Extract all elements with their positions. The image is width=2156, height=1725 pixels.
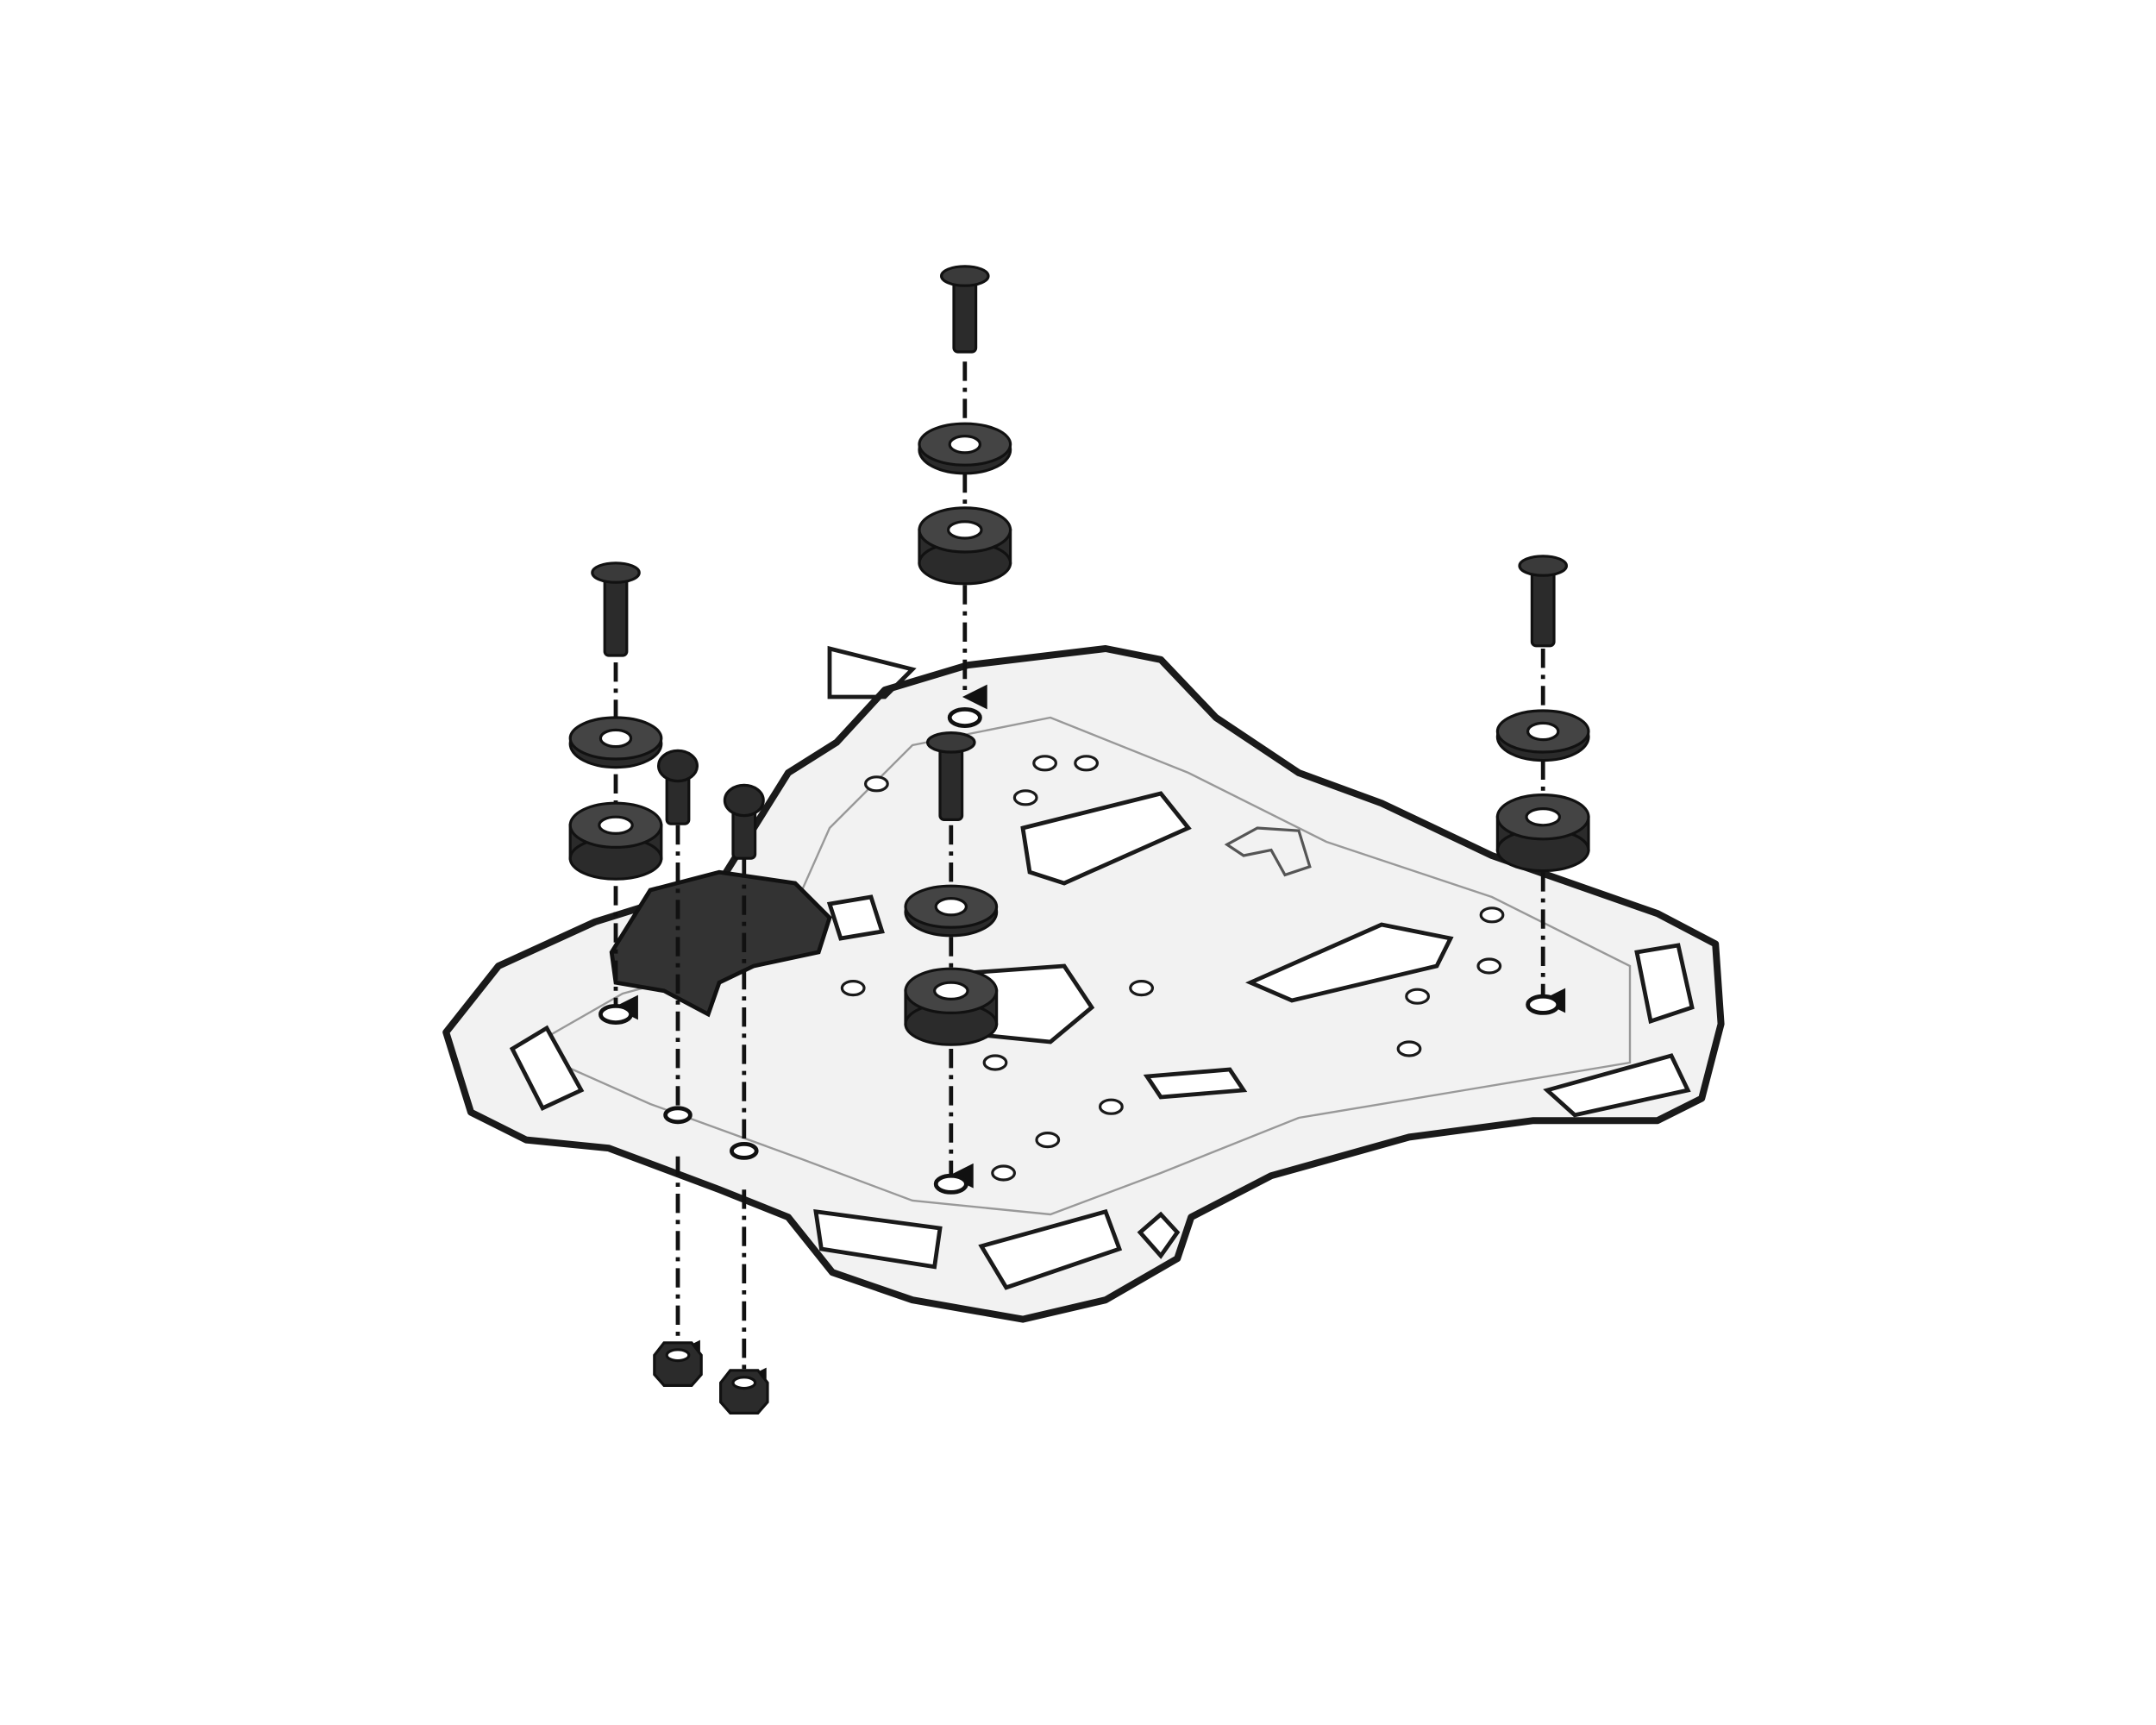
washer-hole — [599, 728, 633, 749]
nut-hole — [665, 1348, 691, 1363]
nut-hole — [731, 1376, 757, 1390]
grommet-hole — [933, 981, 969, 1000]
bolt-head — [723, 783, 765, 818]
adapter-bracket — [609, 869, 832, 1018]
plate-cutouts — [509, 645, 1695, 1290]
bolt-shank — [603, 571, 629, 657]
washer-hole — [934, 897, 968, 917]
brand-logo — [1224, 826, 1312, 877]
plate-inner-contour — [523, 716, 1632, 1216]
bolt-head — [926, 731, 976, 754]
grommet-hole — [1525, 807, 1561, 827]
grommet-hole — [947, 520, 983, 540]
washer-hole — [1526, 721, 1560, 742]
bolt-shank — [952, 274, 978, 354]
washer-hole — [948, 435, 981, 455]
rack-plate — [442, 645, 1725, 1323]
plate-outline — [442, 645, 1725, 1323]
grommet-hole — [598, 815, 634, 836]
bolt-shank — [1530, 564, 1556, 648]
bolt-head — [591, 561, 641, 584]
target-holes — [599, 707, 1561, 1195]
bolt-head — [1518, 555, 1568, 577]
bolt-shank — [938, 741, 964, 821]
bolt-head — [940, 265, 990, 287]
bolt-head — [657, 749, 699, 783]
mounting-holes — [840, 755, 1505, 1182]
